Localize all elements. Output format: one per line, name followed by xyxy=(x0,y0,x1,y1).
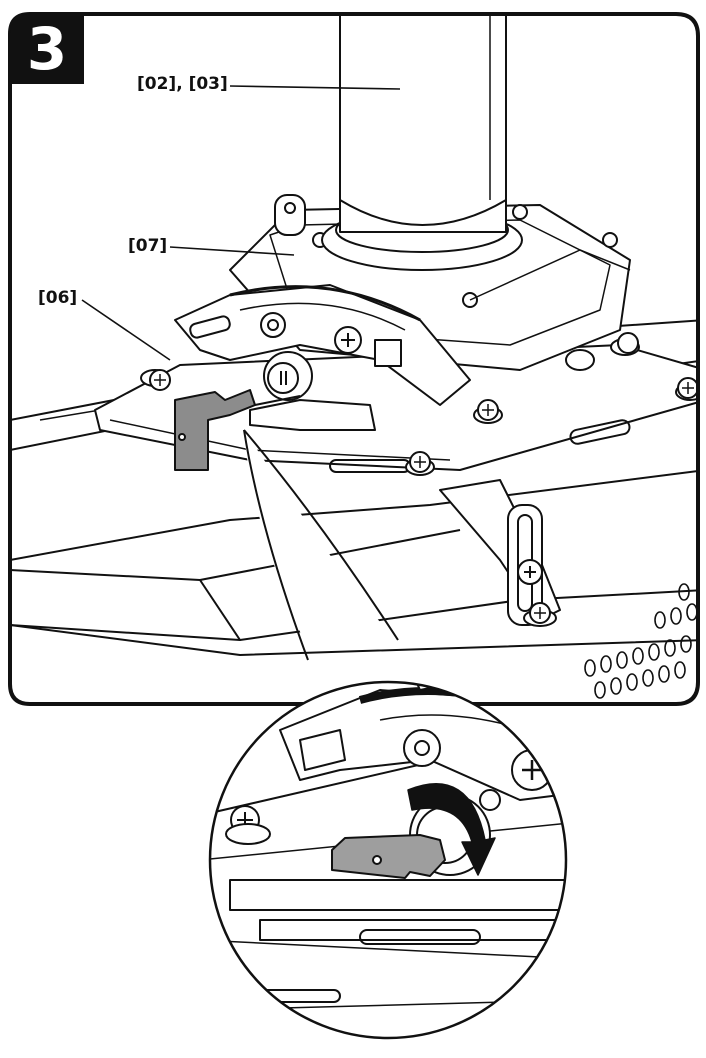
main-view xyxy=(10,14,698,704)
rotate-arrow-icon xyxy=(407,783,496,876)
step-number-badge: 3 xyxy=(10,14,84,84)
zoom-connector xyxy=(243,429,399,661)
callout-adapter-plate: [07] xyxy=(128,236,168,256)
callout-pipe: [02], [03] xyxy=(137,74,228,94)
extension-pipe xyxy=(339,14,507,233)
callout-leaders xyxy=(81,85,401,361)
tilt-bracket xyxy=(174,284,471,406)
detail-view xyxy=(208,680,568,1040)
vent-grille xyxy=(584,583,698,699)
allen-key-detail xyxy=(331,834,446,879)
callout-key: [06] xyxy=(38,288,78,308)
allen-key xyxy=(174,389,256,471)
